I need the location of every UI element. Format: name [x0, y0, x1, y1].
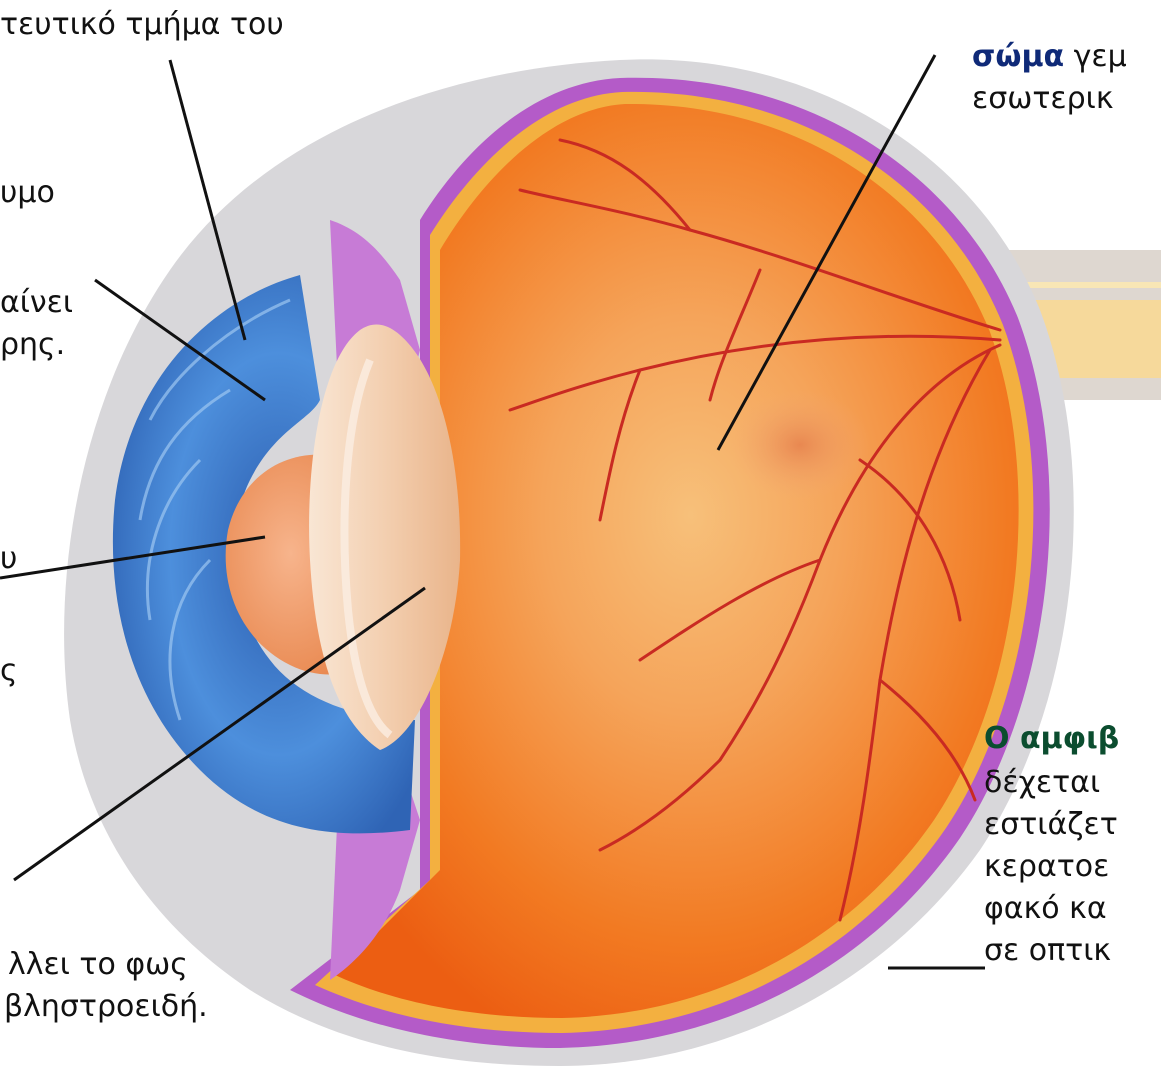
label-cornea-part: τευτικό τμήμα του: [0, 4, 284, 46]
label-pupil-line2: ς: [0, 650, 18, 692]
label-retina-line3: εστιάζετ: [984, 804, 1119, 846]
label-retina-line6: σε οπτικ: [984, 930, 1119, 972]
label-vitreous-bold: σώμα: [972, 39, 1064, 74]
label-cornea-text: τευτικό τμήμα του: [0, 7, 284, 42]
label-lens-line2: βληστροειδή.: [0, 986, 208, 1028]
label-vitreous-line2: εσωτερικ: [972, 78, 1127, 120]
label-lens-line1: λλει το φως: [0, 944, 208, 986]
label-aqueous-text: υμο: [0, 175, 55, 210]
label-retina-title: Ο αμφιβ: [984, 718, 1119, 760]
label-iris: αίνει ρης.: [0, 282, 73, 366]
label-vitreous-rest: γεμ: [1074, 39, 1127, 74]
label-pupil-line1: υ: [0, 538, 18, 580]
label-iris-line1: αίνει: [0, 282, 73, 324]
label-retina: Ο αμφιβ δέχεται εστιάζετ κερατοε φακό κα…: [984, 718, 1119, 972]
label-pupil: υ ς: [0, 538, 18, 692]
label-vitreous: σώμα γεμ εσωτερικ: [972, 36, 1127, 120]
macula: [730, 390, 870, 500]
label-lens: λλει το φως βληστροειδή.: [0, 944, 208, 1028]
label-retina-line5: φακό κα: [984, 888, 1119, 930]
label-retina-line4: κερατοε: [984, 846, 1119, 888]
label-vitreous-line1: σώμα γεμ: [972, 36, 1127, 78]
label-iris-line2: ρης.: [0, 324, 73, 366]
label-retina-line2: δέχεται: [984, 762, 1119, 804]
label-aqueous: υμο: [0, 172, 55, 214]
